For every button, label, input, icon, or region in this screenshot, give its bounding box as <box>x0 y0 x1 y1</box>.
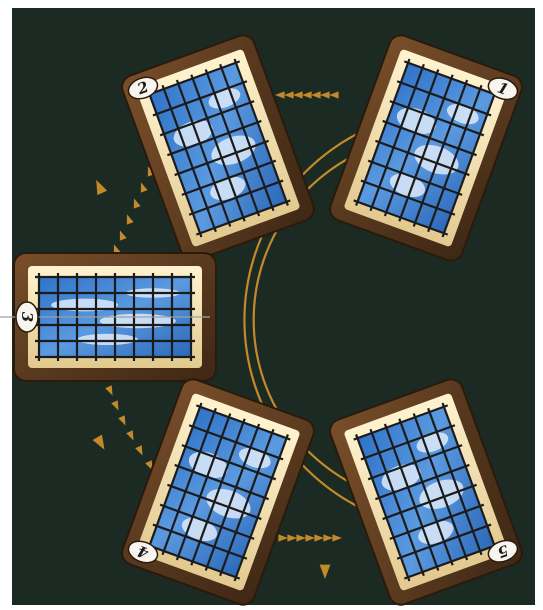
window-card-3[interactable]: 3 <box>0 253 216 381</box>
number-badge-3: 3 <box>16 302 38 332</box>
window-number-3: 3 <box>18 312 36 322</box>
